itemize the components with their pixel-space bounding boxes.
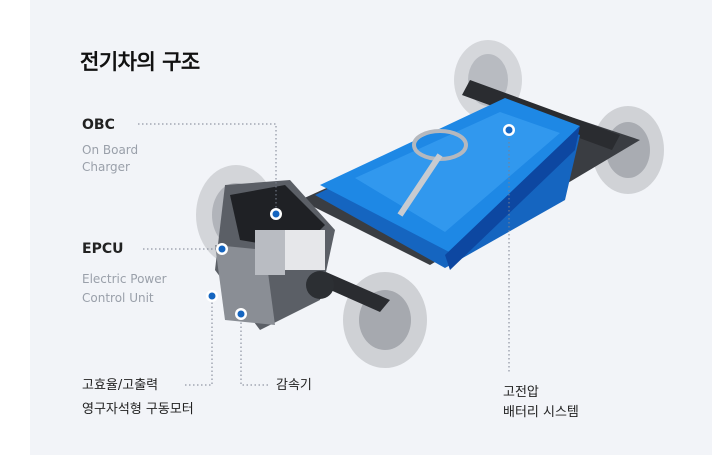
- motor-label-line1: 고효율/고출력: [82, 378, 159, 393]
- obc-label: OBC: [82, 117, 115, 133]
- battery-label-line2: 배터리 시스템: [503, 405, 579, 420]
- battery-label-line1: 고전압: [503, 385, 539, 400]
- epcu-description-line1: Electric Power: [82, 272, 167, 286]
- motor-label-line2: 영구자석형 구동모터: [82, 402, 194, 417]
- front-drive-unit: [215, 180, 335, 330]
- epcu-label: EPCU: [82, 241, 124, 257]
- obc-description-line2: Charger: [82, 160, 130, 174]
- markers: [206, 124, 515, 320]
- page-title: 전기차의 구조: [80, 50, 200, 74]
- rear-right-wheel: [592, 106, 664, 194]
- obc-description-line1: On Board: [82, 143, 139, 157]
- reducer-label: 감속기: [276, 378, 312, 393]
- epcu-description-line2: Control Unit: [82, 291, 154, 305]
- steering-column: [397, 129, 468, 217]
- battery-pack: [315, 98, 580, 270]
- motor-leader: [185, 296, 213, 386]
- leader-lines: [138, 123, 510, 386]
- reducer-leader: [240, 314, 268, 386]
